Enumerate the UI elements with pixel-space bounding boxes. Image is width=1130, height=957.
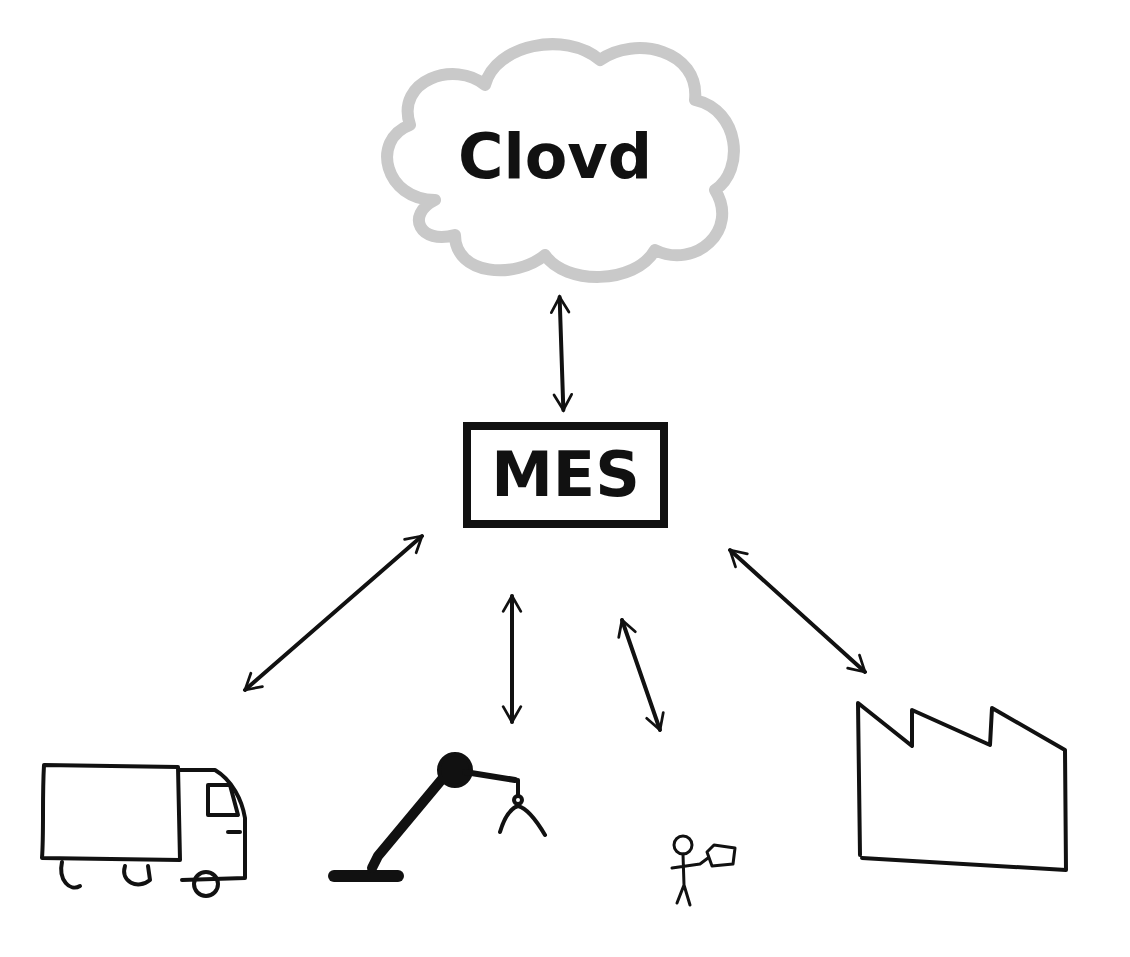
factory-drawing xyxy=(858,703,1066,870)
cloud-outline-path xyxy=(387,44,734,277)
arrow-to-robot xyxy=(510,596,514,722)
arrow-to-worker xyxy=(622,620,660,730)
box-label: MES xyxy=(491,441,640,509)
cloud-label: Clovd xyxy=(458,123,652,191)
arrow-to-factory xyxy=(730,550,865,672)
bidirectional-arrow xyxy=(560,297,564,410)
worker-figure xyxy=(672,836,735,905)
cloud-node: Clovd xyxy=(365,30,745,285)
robot-arm-drawing xyxy=(334,754,545,876)
system-box: MES xyxy=(463,422,668,528)
arrow-to-truck xyxy=(245,536,422,690)
truck-drawing xyxy=(42,765,245,896)
